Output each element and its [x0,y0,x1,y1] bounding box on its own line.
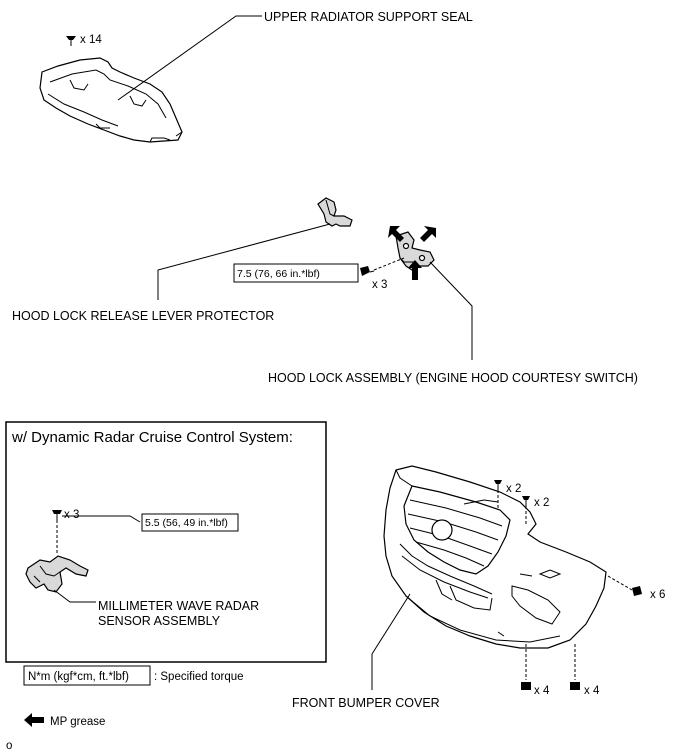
hood-lock-torque-box [233,263,359,283]
hood-lever-protector [317,197,353,227]
radar-torque-box [141,513,239,532]
legend-torque-desc: : Specified torque [154,671,244,683]
protector-leader-line [157,223,331,300]
radar-bolts-quantity: x 3 [64,509,79,521]
seal-clips-quantity: x 14 [80,34,102,46]
seal-clip [66,36,76,46]
bumper-side-screw-icon [632,586,642,596]
bumper-side-quantity: x 6 [650,589,665,601]
radar-sensor-label-line1: MILLIMETER WAVE RADAR [98,599,259,613]
hood-lock-leader-line [429,261,473,360]
upper-seal-label: UPPER RADIATOR SUPPORT SEAL [264,10,473,24]
grease-arrow-left-icon [388,226,404,242]
bumper-leader-line [371,593,411,690]
radar-box-title: w/ Dynamic Radar Cruise Control System: [11,429,293,446]
grease-arrow-right-icon [420,226,436,242]
grease-arrow-up-icon [408,260,422,280]
bumper-top-a-quantity: x 2 [506,483,521,495]
bumper-bottom-b-quantity: x 4 [584,685,600,697]
radar-inset-frame [5,421,327,663]
front-bumper-label: FRONT BUMPER COVER [292,696,440,710]
bumper-bottom-a-quantity: x 4 [534,685,550,697]
legend-torque-box [23,665,151,686]
hood-lock-bolt-axis [373,257,405,271]
radar-bolt-icon [52,510,62,520]
bumper-bottom-screw-b-icon [570,682,580,690]
hood-lock-assembly-label: HOOD LOCK ASSEMBLY (ENGINE HOOD COURTESY… [268,371,638,385]
legend-grease-desc: MP grease [50,716,105,728]
front-bumper-cover [383,465,607,649]
legend-torque-unit: N*m (kgf*cm, ft.*lbf) [28,671,129,683]
upper-radiator-support-seal [39,57,183,143]
hood-lock-bolts-quantity: x 3 [372,279,387,291]
hood-lock-bolt-icon [360,266,375,276]
bumper-top-clip-b-icon [522,496,530,506]
hood-lock-torque-value: 7.5 (76, 66 in.*lbf) [237,268,320,280]
legend-grease-arrow-icon [24,713,44,727]
bumper-top-clip-a-icon [494,480,502,490]
seal-leader-line [117,15,262,101]
radar-torque-value: 5.5 (56, 49 in.*lbf) [145,517,228,529]
radar-torque-leader [62,515,141,523]
radar-leader-line [53,589,96,603]
radar-sensor-assembly [25,555,89,593]
hood-lever-protector-label: HOOD LOCK RELEASE LEVER PROTECTOR [12,309,274,323]
figure-id: o [6,740,12,752]
radar-sensor-label-line2: SENSOR ASSEMBLY [98,614,221,628]
bumper-side-screw-axis [607,575,633,591]
bumper-bottom-screw-a-icon [521,682,531,690]
bumper-top-b-quantity: x 2 [534,497,549,509]
